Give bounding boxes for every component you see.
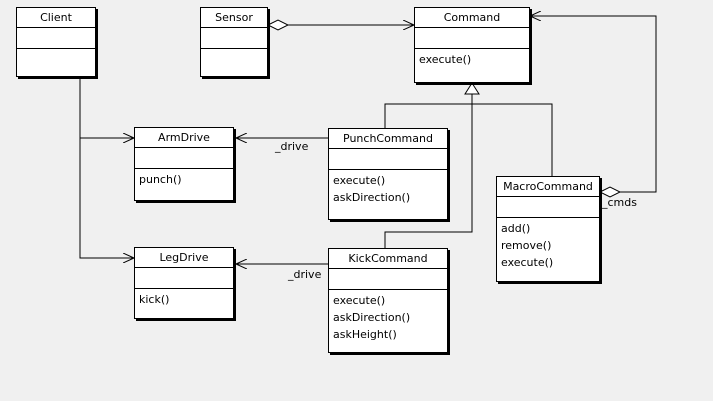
attributes-compartment [329,269,447,290]
operation: execute() [333,294,386,307]
punch-command-generalization [384,103,472,128]
class-command: Command execute() [414,7,530,83]
role-label-kick-drive: _drive [288,268,322,281]
attributes-compartment [329,149,447,170]
operations-compartment: execute() askDirection() askHeight() [329,290,447,345]
role-label-punch-drive: _drive [275,140,309,153]
class-kickcommand: KickCommand execute() askDirection() ask… [328,248,448,353]
operation: askDirection() [333,311,411,324]
client-armdrive-association [79,77,134,138]
class-name: Command [415,8,529,28]
operation: execute() [333,174,386,187]
operations-compartment [201,48,267,69]
operations-compartment: execute() askDirection() [329,170,447,208]
class-punchcommand: PunchCommand execute() askDirection() [328,128,448,220]
macro-cmds-aggregation [530,16,657,193]
class-legdrive: LegDrive kick() [134,247,234,319]
class-client: Client [16,7,96,77]
sensor-aggregation-diamond [266,19,290,31]
attributes-compartment [415,28,529,49]
operation: remove() [501,239,552,252]
operations-compartment: kick() [135,289,233,310]
client-legdrive-association [79,138,134,258]
class-name: MacroCommand [497,177,599,197]
role-label-macro-cmds: _cmds [602,196,637,209]
generalization-triangle [464,82,480,95]
macro-command-generalization [472,103,553,176]
class-name: KickCommand [329,249,447,269]
attributes-compartment [135,148,233,169]
operation: execute() [501,256,554,269]
operation: punch() [139,173,182,186]
class-name: Client [17,8,95,28]
kick-command-generalization [384,94,473,248]
operation: askDirection() [333,191,411,204]
attributes-compartment [497,197,599,218]
class-macrocommand: MacroCommand add() remove() execute() [496,176,600,282]
class-name: LegDrive [135,248,233,268]
class-name: ArmDrive [135,128,233,148]
operation: execute() [419,53,472,66]
operation: askHeight() [333,328,397,341]
operations-compartment [17,48,95,69]
attributes-compartment [201,28,267,48]
class-name: PunchCommand [329,129,447,149]
attributes-compartment [17,28,95,48]
operations-compartment: execute() [415,49,529,70]
class-sensor: Sensor [200,7,268,77]
operations-compartment: add() remove() execute() [497,218,599,273]
operations-compartment: punch() [135,169,233,190]
class-name: Sensor [201,8,267,28]
class-armdrive: ArmDrive punch() [134,127,234,201]
operation: add() [501,222,531,235]
attributes-compartment [135,268,233,289]
macro-aggregation-diamond [598,186,622,198]
operation: kick() [139,293,170,306]
